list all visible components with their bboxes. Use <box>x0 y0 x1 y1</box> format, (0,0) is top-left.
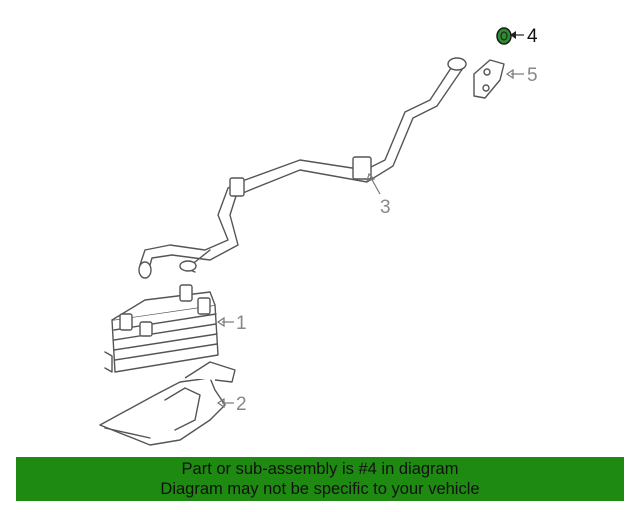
cooler-line-assembly <box>138 57 467 279</box>
part-info-banner: Part or sub-assembly is #4 in diagram Di… <box>16 457 624 501</box>
line-bracket <box>473 59 505 99</box>
callout-number-3: 3 <box>380 197 391 218</box>
seal-ring-part <box>496 27 512 45</box>
callout-leaders <box>216 31 524 409</box>
banner-line-disclaimer: Diagram may not be specific to your vehi… <box>160 480 480 498</box>
callout-number-2: 2 <box>236 394 247 415</box>
callout-number-1: 1 <box>236 313 247 334</box>
callout-number-5: 5 <box>527 65 538 86</box>
callout-number-4: 4 <box>527 26 538 47</box>
parts-diagram: 1 2 3 4 5 <box>99 26 538 446</box>
oil-cooler <box>104 284 219 373</box>
cooler-mount-bracket <box>99 361 236 446</box>
banner-line-part-number: Part or sub-assembly is #4 in diagram <box>181 460 459 478</box>
